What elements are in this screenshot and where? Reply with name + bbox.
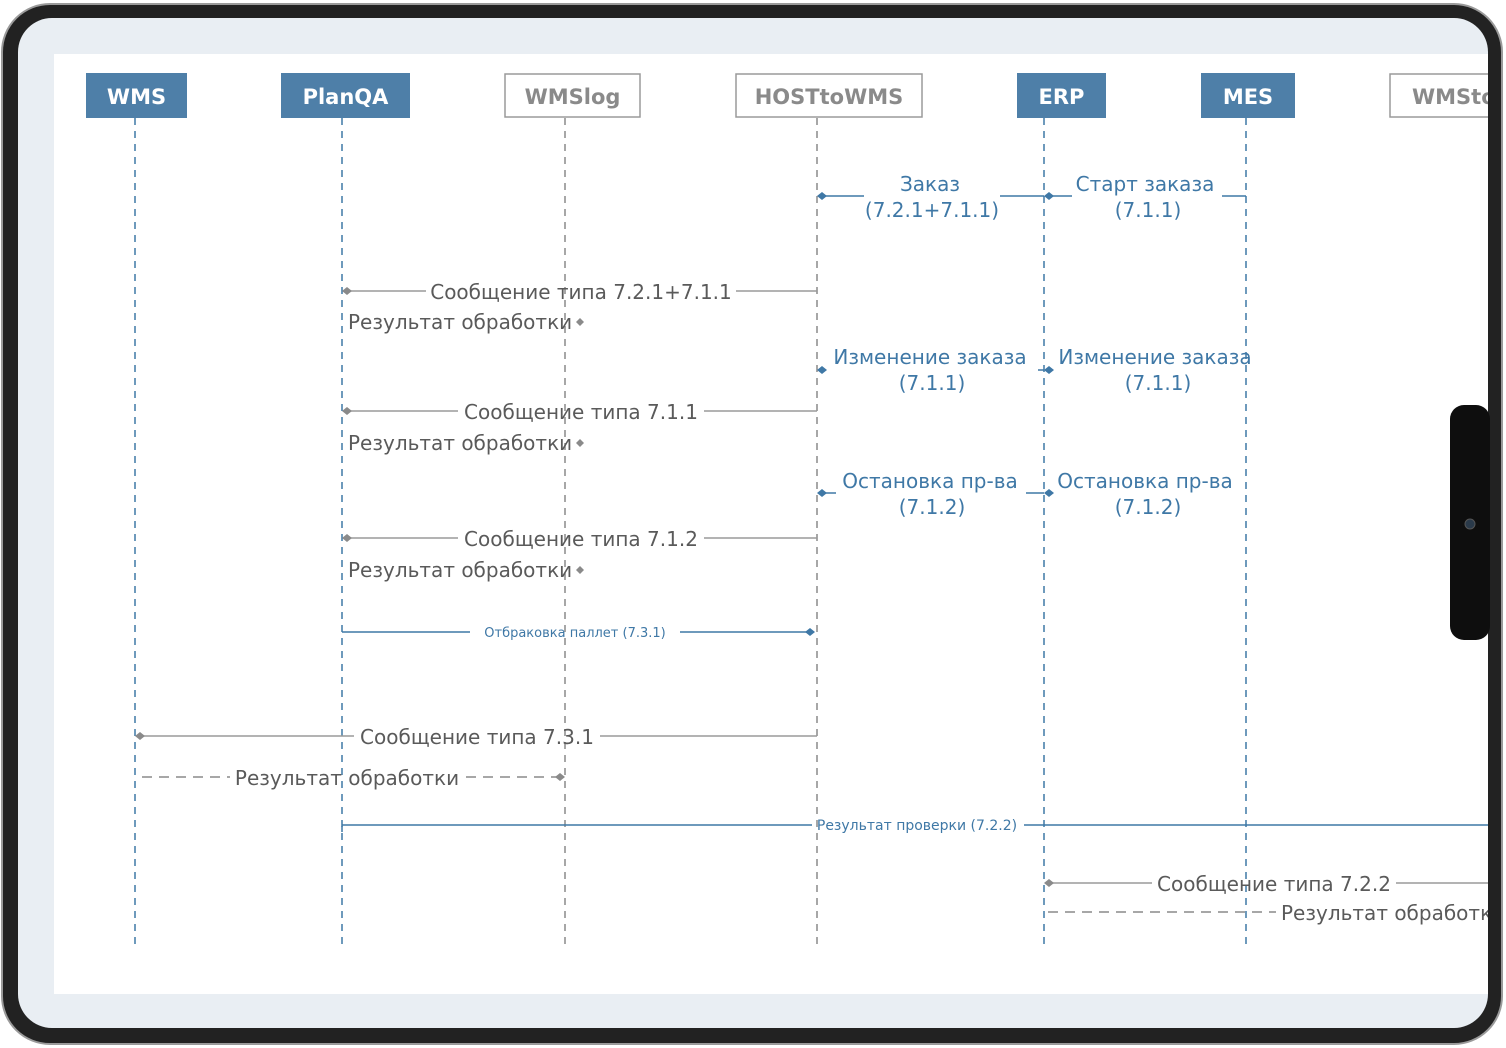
message-result-1[interactable]: Результат обработки [348, 310, 584, 334]
message-change-order-1[interactable]: Изменение заказа (7.1.1) [817, 345, 1044, 395]
message-result-2[interactable]: Результат обработки [348, 431, 584, 455]
message-type-711[interactable]: Сообщение типа 7.1.1 [342, 400, 817, 424]
message-label: (7.1.1) [1115, 198, 1182, 222]
arrow-head-icon [1044, 879, 1054, 887]
message-order-start[interactable]: Старт заказа (7.1.1) [1044, 172, 1246, 222]
lifeline-label: MES [1223, 85, 1273, 109]
lifeline-label: WMS [107, 85, 166, 109]
arrow-head-icon [1044, 366, 1054, 374]
message-label: (7.1.2) [899, 495, 966, 519]
message-label: Результат обработки [348, 310, 572, 334]
arrow-head-icon [576, 566, 584, 574]
arrow-head-icon [576, 439, 584, 447]
arrow-head-icon [1044, 192, 1054, 200]
message-label: Сообщение типа 7.2.1+7.1.1 [430, 280, 732, 304]
message-change-order-2[interactable]: Изменение заказа (7.1.1) [1044, 345, 1252, 395]
message-result-3[interactable]: Результат обработки [348, 558, 584, 582]
message-result-4[interactable]: Результат обработки [142, 766, 565, 790]
arrow-head-icon [576, 318, 584, 326]
message-label: Результат обработк [1281, 901, 1492, 925]
message-label: Результат проверки (7.2.2) [817, 818, 1017, 834]
message-label: Сообщение типа 7.3.1 [360, 725, 594, 749]
lifeline-label: ERP [1039, 85, 1085, 109]
arrow-head-icon [342, 407, 352, 415]
message-label: (7.1.1) [1125, 371, 1192, 395]
arrow-head-icon [817, 489, 827, 497]
arrow-head-icon [135, 732, 145, 740]
message-label: (7.2.1+7.1.1) [865, 198, 999, 222]
message-label: Изменение заказа [833, 345, 1026, 369]
message-reject-pallets[interactable]: Отбраковка паллет (7.3.1) [342, 626, 815, 641]
lifeline-header-planqa[interactable]: PlanQA [281, 73, 410, 118]
message-label: Результат обработки [348, 558, 572, 582]
lifeline-label: WMSto [1412, 85, 1496, 109]
arrow-head-icon [342, 534, 352, 542]
diagram-canvas [54, 54, 1488, 994]
message-type-722[interactable]: Сообщение типа 7.2.2 [1044, 872, 1500, 896]
lifeline-header-hosttowms[interactable]: HOSTtoWMS [735, 73, 923, 118]
arrow-head-icon [817, 192, 827, 200]
message-label: Сообщение типа 7.2.2 [1157, 872, 1391, 896]
lifeline-header-wmsto[interactable]: WMSto [1389, 73, 1506, 118]
message-label: Остановка пр-ва [842, 469, 1017, 493]
message-stop-production-2[interactable]: Остановка пр-ва (7.1.2) [1044, 469, 1233, 519]
message-type-7211[interactable]: Сообщение типа 7.2.1+7.1.1 [342, 280, 817, 304]
message-order[interactable]: Заказ (7.2.1+7.1.1) [817, 172, 1044, 222]
message-label: Старт заказа [1076, 172, 1215, 196]
message-label: Результат обработки [348, 431, 572, 455]
message-label: (7.1.1) [899, 371, 966, 395]
message-label: Результат обработки [235, 766, 459, 790]
arrow-head-icon [555, 773, 565, 781]
camera-icon [1464, 518, 1476, 530]
lifeline-label: HOSTtoWMS [755, 85, 904, 109]
arrow-head-icon [342, 287, 352, 295]
message-label: Заказ [900, 172, 960, 196]
message-label: Изменение заказа [1058, 345, 1251, 369]
message-type-731[interactable]: Сообщение типа 7.3.1 [135, 725, 817, 749]
lifeline-header-erp[interactable]: ERP [1017, 73, 1106, 118]
message-check-result[interactable]: Результат проверки (7.2.2) [341, 818, 1500, 834]
arrow-head-icon [805, 628, 815, 636]
message-label: Остановка пр-ва [1057, 469, 1232, 493]
lifeline-header-wmslog[interactable]: WMSlog [504, 73, 641, 118]
message-type-712[interactable]: Сообщение типа 7.1.2 [342, 527, 817, 551]
lifeline-header-wms[interactable]: WMS [86, 73, 187, 118]
lifeline-header-mes[interactable]: MES [1201, 73, 1295, 118]
arrow-head-icon [817, 366, 827, 374]
message-label: Отбраковка паллет (7.3.1) [484, 626, 665, 641]
message-label: Сообщение типа 7.1.2 [464, 527, 698, 551]
arrow-head-icon [1044, 489, 1054, 497]
message-label: Сообщение типа 7.1.1 [464, 400, 698, 424]
message-stop-production-1[interactable]: Остановка пр-ва (7.1.2) [817, 469, 1044, 519]
lifeline-label: WMSlog [525, 85, 621, 109]
lifeline-label: PlanQA [303, 85, 390, 109]
message-label: (7.1.2) [1115, 495, 1182, 519]
message-result-5[interactable]: Результат обработк [1048, 901, 1492, 925]
